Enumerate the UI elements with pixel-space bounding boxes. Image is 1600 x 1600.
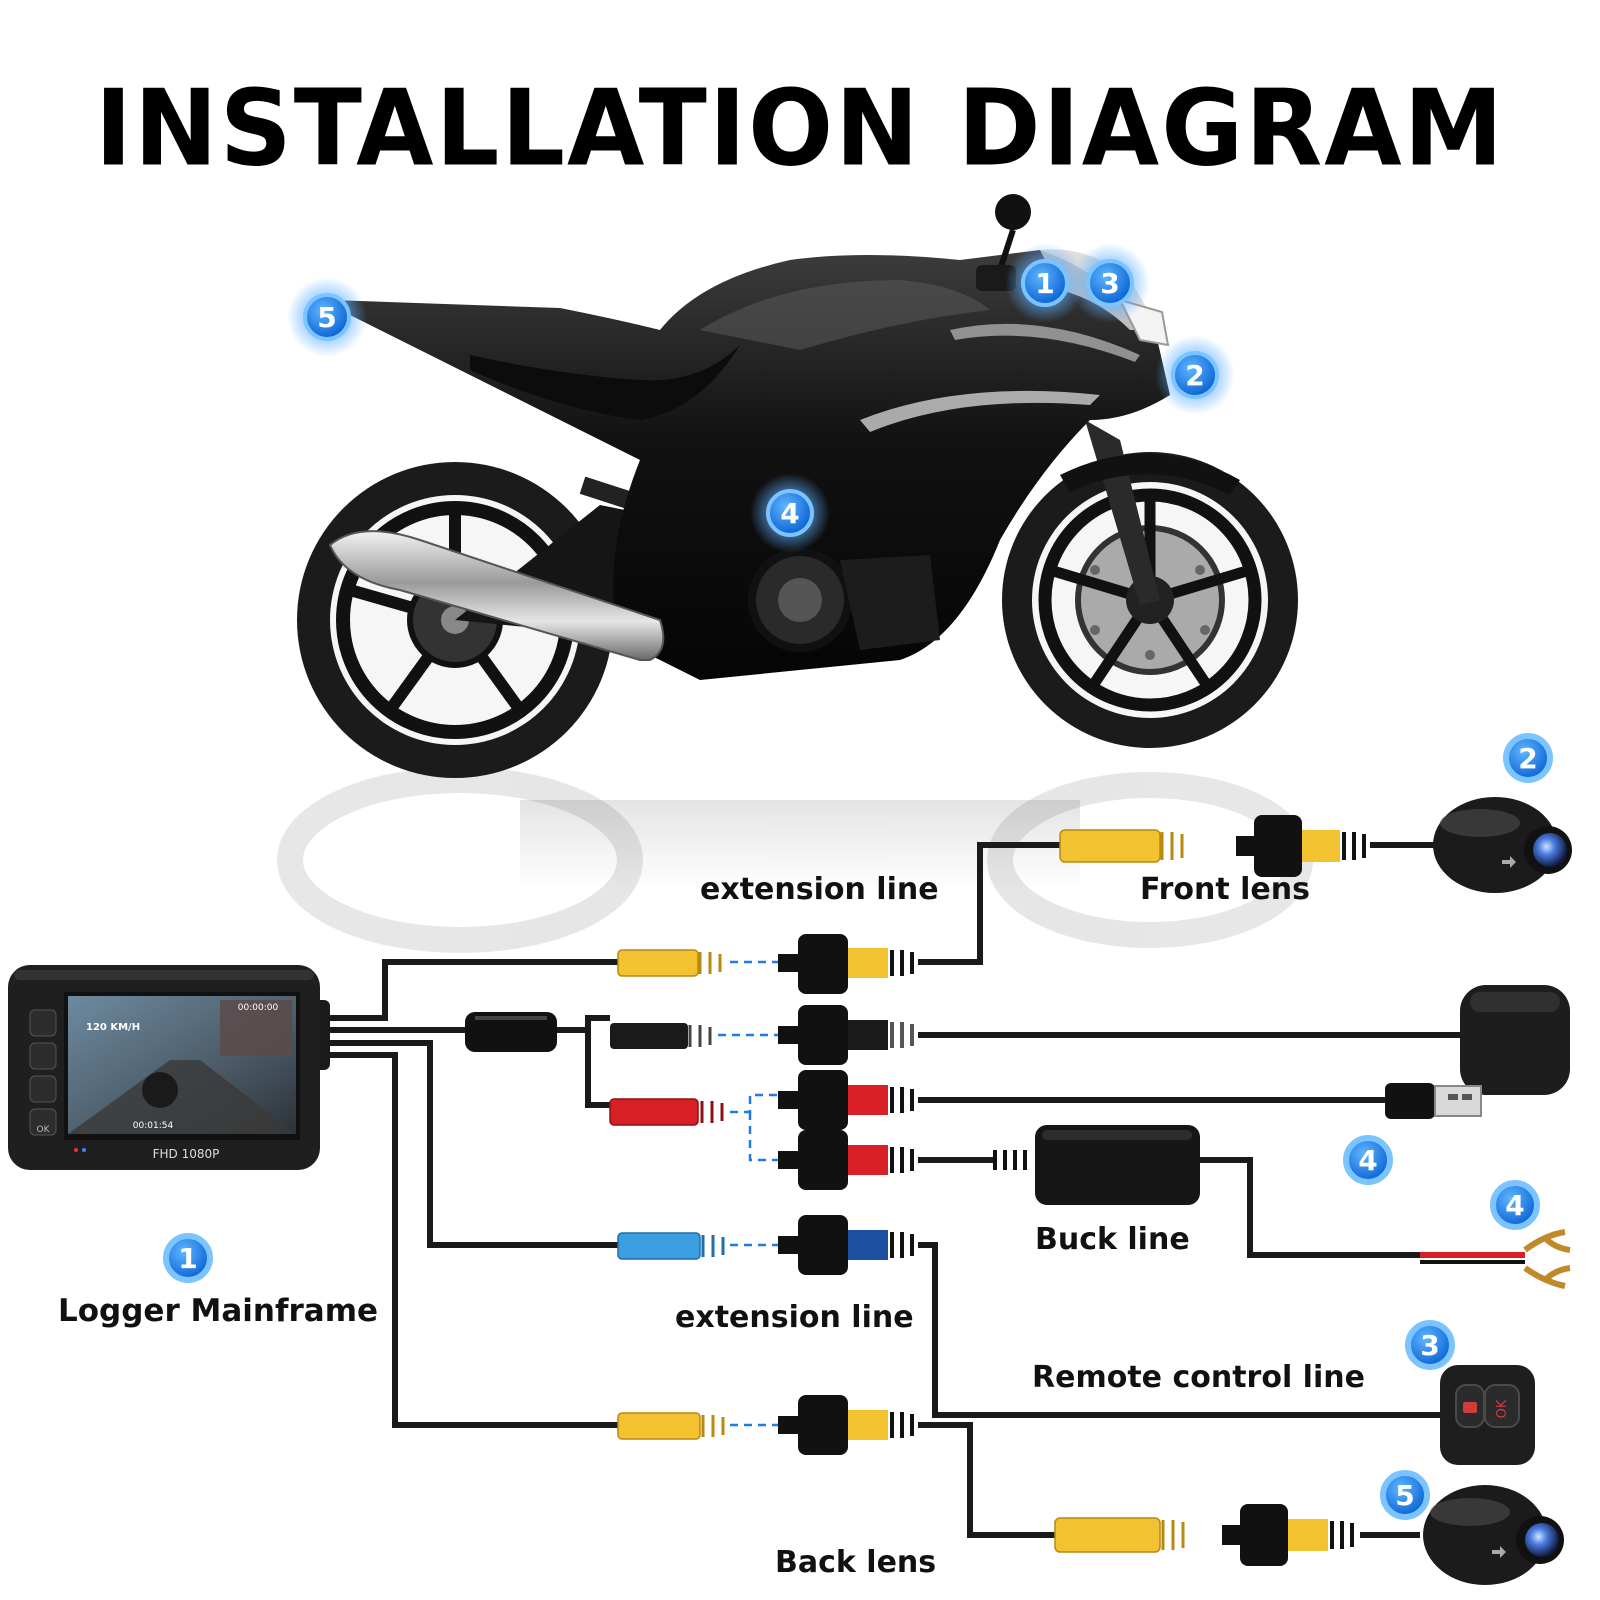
remote-ok-key: OK <box>1495 1399 1510 1418</box>
logger-mainframe-device: OK 00:00:00 120 KM/H 00:01:54 FHD 1080P <box>8 965 330 1170</box>
badge-remote: 3 <box>1405 1320 1455 1370</box>
remote-control: OK <box>1440 1365 1535 1465</box>
battery-terminals <box>1523 1229 1571 1289</box>
connector-yellow-female-bottom <box>617 1412 725 1440</box>
badge-number: 1 <box>178 1242 197 1275</box>
badge-back-lens: 5 <box>1380 1470 1430 1520</box>
label-back-lens: Back lens <box>775 1545 937 1580</box>
number-badges: 1 2 3 4 5 2 4 4 3 5 1 <box>163 243 1553 1520</box>
label-extension-line-top: extension line <box>700 872 939 907</box>
badge-number: 2 <box>1518 742 1537 775</box>
cable-network <box>325 842 1460 1538</box>
badge-usb: 4 <box>1343 1135 1393 1185</box>
connector-red-male-buck <box>778 1130 914 1190</box>
badge-bike-1: 1 <box>1005 243 1085 323</box>
label-logger-mainframe: Logger Mainframe <box>58 1293 379 1329</box>
motorcycle-reflection <box>277 767 1313 953</box>
front-lens-male <box>1236 815 1366 877</box>
badge-number: 3 <box>1100 267 1119 300</box>
buck-converter <box>993 1125 1200 1205</box>
device-ok-key: OK <box>37 1125 51 1135</box>
connector-blue-female <box>617 1232 725 1260</box>
front-extension-female <box>1059 829 1184 863</box>
back-lens-camera <box>1423 1485 1564 1585</box>
front-lens-camera <box>1433 797 1572 893</box>
device-timer-top: 00:00:00 <box>238 1003 279 1013</box>
gps-module <box>1460 985 1570 1095</box>
connector-red-male-usb <box>778 1070 914 1130</box>
connector-yellow-male-top <box>778 934 914 994</box>
usb-plug <box>1385 1083 1482 1119</box>
connector-black-female <box>610 1023 712 1049</box>
label-remote-control-line: Remote control line <box>1032 1360 1365 1395</box>
badge-number: 4 <box>1505 1189 1524 1222</box>
badge-number: 4 <box>1358 1144 1377 1177</box>
badge-bike-4: 4 <box>750 473 830 553</box>
badge-number: 2 <box>1185 359 1204 392</box>
page-title: INSTALLATION DIAGRAM <box>94 67 1506 190</box>
badge-number: 5 <box>317 301 336 334</box>
badge-number: 3 <box>1420 1329 1439 1362</box>
ferrite-core <box>465 1012 557 1052</box>
device-timer-bottom: 00:01:54 <box>133 1121 174 1131</box>
badge-mainframe: 1 <box>163 1233 213 1283</box>
connector-yellow-female-top <box>617 949 722 977</box>
connector-yellow-male-bottom <box>778 1395 914 1455</box>
badge-front-lens: 2 <box>1503 733 1553 783</box>
connector-red-female <box>609 1098 724 1126</box>
connector-gps-male <box>778 1005 914 1065</box>
badge-number: 4 <box>780 497 799 530</box>
label-extension-line-bottom: extension line <box>675 1300 914 1335</box>
badge-bike-3: 3 <box>1070 243 1150 323</box>
badge-battery: 4 <box>1490 1180 1540 1230</box>
device-resolution: FHD 1080P <box>153 1147 220 1161</box>
device-keypad: OK <box>29 1009 57 1136</box>
badge-number: 5 <box>1395 1479 1414 1512</box>
device-speed: 120 KM/H <box>86 1022 140 1033</box>
back-lens-male <box>1222 1504 1354 1566</box>
back-extension-female <box>1054 1517 1185 1553</box>
badge-number: 1 <box>1035 267 1054 300</box>
label-buck-line: Buck line <box>1035 1222 1190 1257</box>
connector-navy-male-remote <box>778 1215 914 1275</box>
motorcycle-illustration <box>277 194 1313 953</box>
label-front-lens: Front lens <box>1140 872 1310 907</box>
badge-bike-5: 5 <box>287 277 367 357</box>
badge-bike-2: 2 <box>1155 335 1235 415</box>
